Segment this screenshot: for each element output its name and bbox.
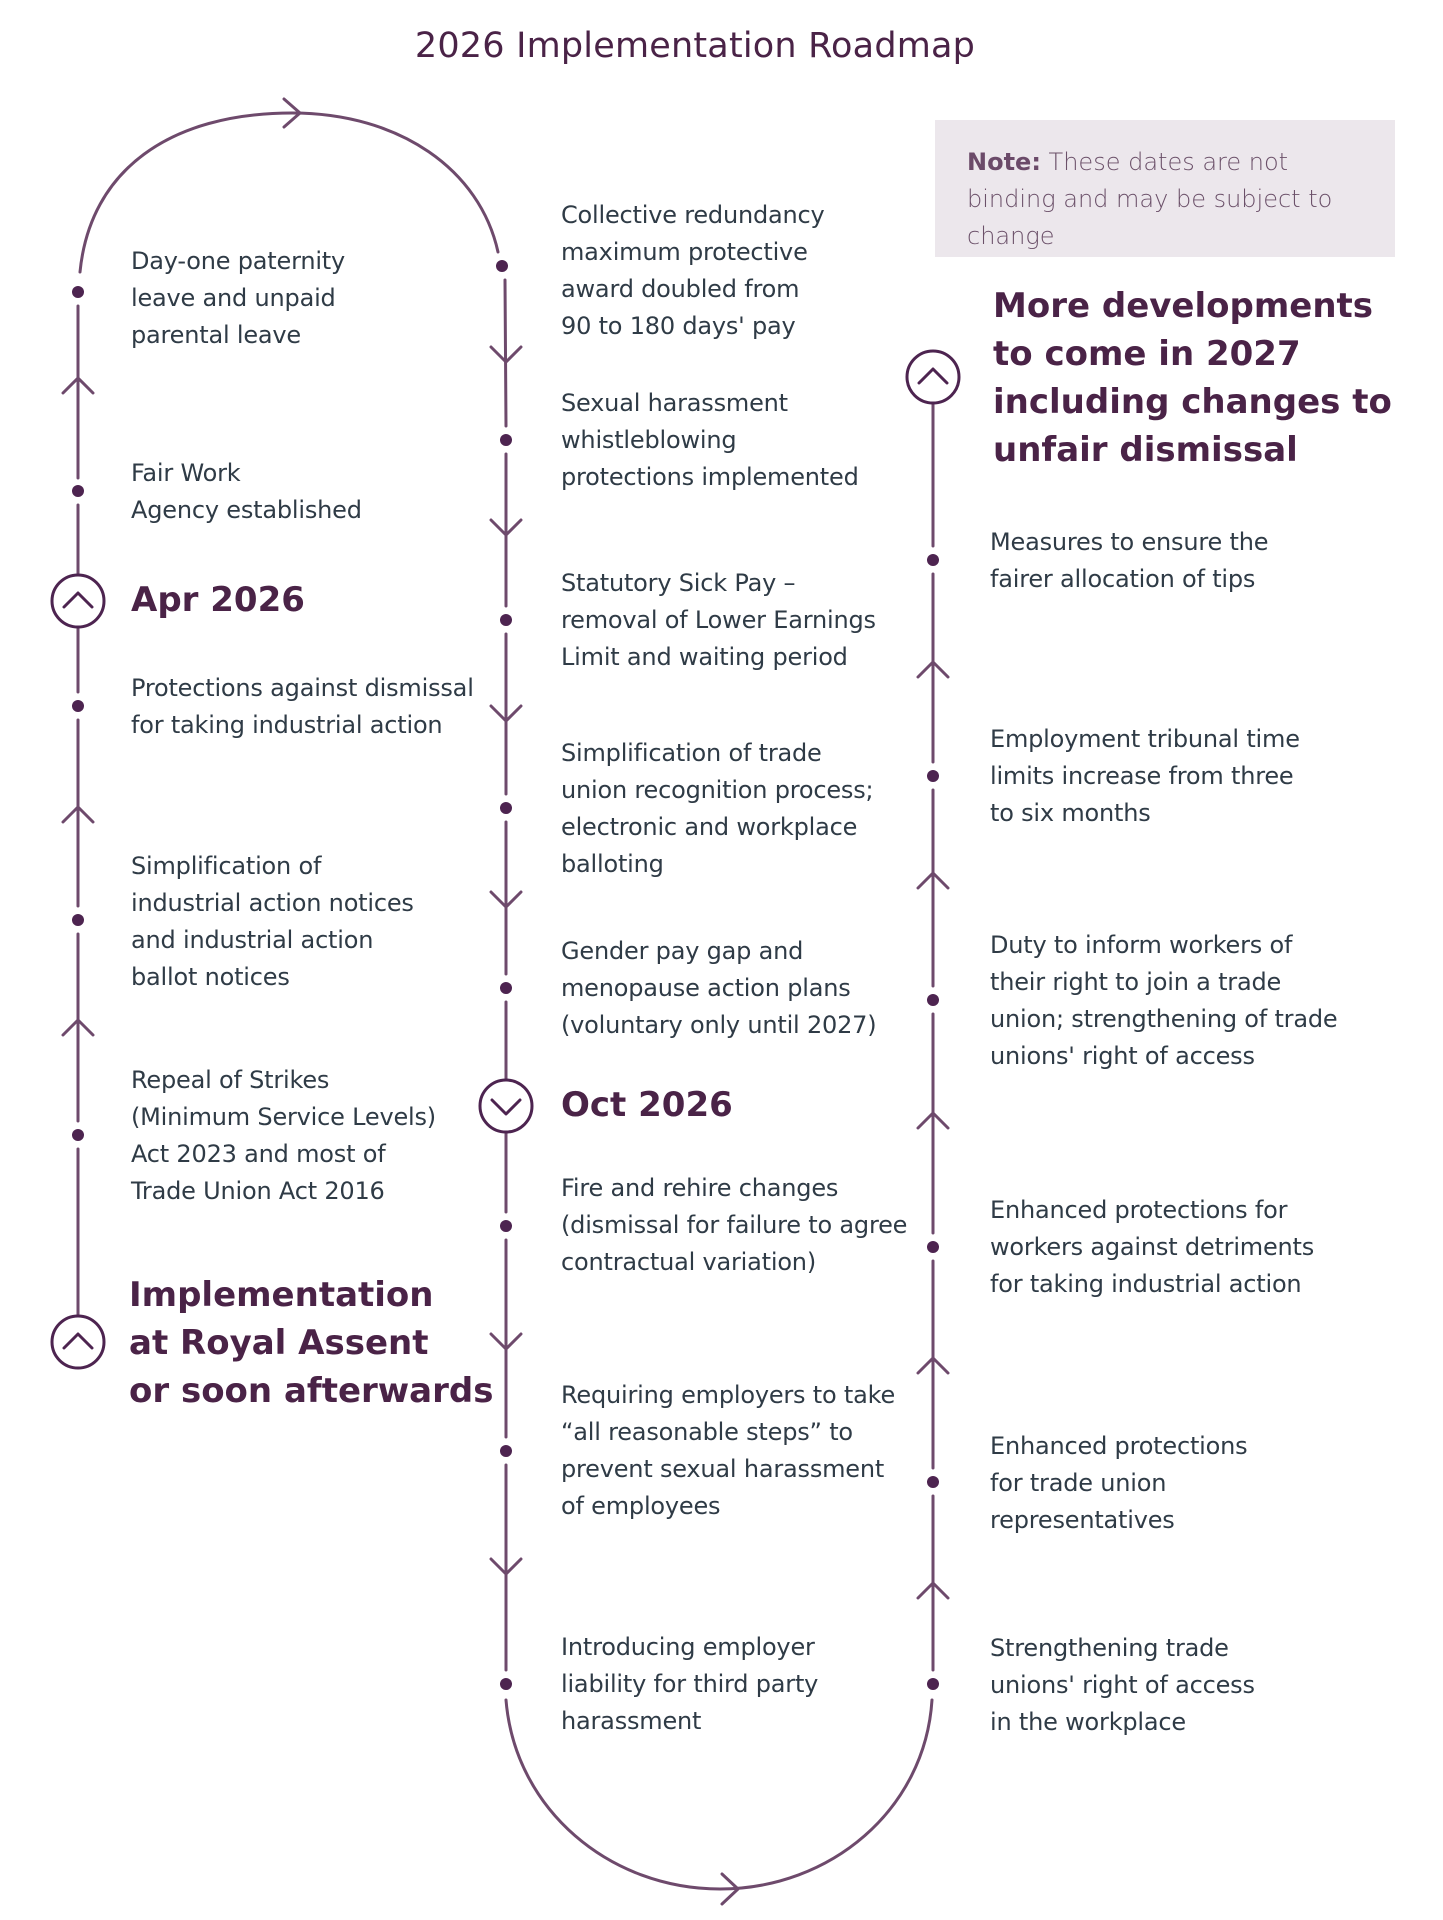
milestone-dot [72,286,84,298]
milestone-dot [500,1678,512,1690]
milestone-dot [500,802,512,814]
arrow-up-icon [916,1581,950,1600]
arrow-up-icon [61,1018,95,1037]
milestone-dot [72,485,84,497]
bottom-arc [504,1698,934,1891]
chevron-down-circle-icon [478,1078,534,1134]
milestone-dot [927,1476,939,1488]
timeline-item: Simplification of industrial action noti… [131,852,414,991]
timeline-item: Repeal of Strikes (Minimum Service Level… [131,1066,436,1205]
date-heading-apr-2026: Apr 2026 [131,580,305,620]
timeline-item: Collective redundancy maximum protective… [561,201,825,340]
milestone-dot [500,434,512,446]
arrow-up-icon [916,871,950,890]
arrow-up-icon [61,376,95,395]
note-label: Note: [967,148,1041,176]
chevron-up-circle-icon [50,1314,106,1370]
arrow-down-icon [489,704,523,723]
milestone-dot [500,1220,512,1232]
chevron-up-circle-icon [50,573,106,629]
timeline-item: Protections against dismissal for taking… [131,674,474,739]
chevron-up-circle-icon [905,349,961,405]
timeline-item: Duty to inform workers of their right to… [990,931,1338,1070]
timeline-item: Simplification of trade union recognitio… [561,739,874,878]
arrow-up-icon [916,1356,950,1375]
timeline-item: Requiring employers to take “all reasona… [561,1381,896,1520]
milestone-dot [927,554,939,566]
arrow-right-icon [720,1872,740,1906]
milestone-dot [500,982,512,994]
arrow-down-icon [489,1557,523,1576]
arrow-down-icon [489,345,523,364]
milestone-dot [500,1445,512,1457]
timeline-item: Enhanced protections for workers against… [990,1196,1315,1298]
timeline-item: Fire and rehire changes (dismissal for f… [561,1174,908,1276]
page-title: 2026 Implementation Roadmap [414,26,976,66]
timeline-item: Introducing employer liability for third… [561,1633,819,1735]
date-heading-oct-2026: Oct 2026 [561,1085,733,1125]
timeline-item: Sexual harassment whistleblowing protect… [561,389,859,491]
timeline-item: Strengthening trade unions' right of acc… [990,1634,1255,1736]
milestone-dot [72,914,84,926]
top-arc [78,111,500,274]
milestone-dot [927,1678,939,1690]
note-text: These dates are not binding and may be s… [967,148,1333,250]
milestone-dot [496,260,508,272]
arrow-up-icon [916,660,950,679]
arrow-up-icon [61,805,95,824]
timeline-item: Enhanced protections for trade union rep… [990,1432,1248,1534]
arrow-up-icon [916,1111,950,1130]
timeline-item: Measures to ensure the fairer allocation… [990,528,1269,593]
timeline-item: Statutory Sick Pay – removal of Lower Ea… [561,569,876,671]
arrow-down-icon [489,1332,523,1351]
milestone-heading-royal-assent: Implementation at Royal Assent or soon a… [129,1275,494,1411]
arrow-down-icon [489,890,523,909]
arrow-down-icon [489,518,523,537]
timeline-item: Day-one paternity leave and unpaid paren… [131,247,346,349]
arrow-right-icon [282,97,302,129]
milestone-dot [927,1241,939,1253]
timeline-item: Gender pay gap and menopause action plan… [561,937,877,1039]
milestone-dot [927,770,939,782]
milestone-dot [500,614,512,626]
timeline-item: Employment tribunal time limits increase… [990,725,1300,827]
milestone-dot [72,700,84,712]
milestone-heading-2027: More developments to come in 2027 includ… [993,286,1392,470]
note-box: Note: These dates are not binding and ma… [935,120,1395,257]
milestone-dot [72,1129,84,1141]
timeline-item: Fair Work Agency established [131,459,362,524]
milestone-dot [927,994,939,1006]
